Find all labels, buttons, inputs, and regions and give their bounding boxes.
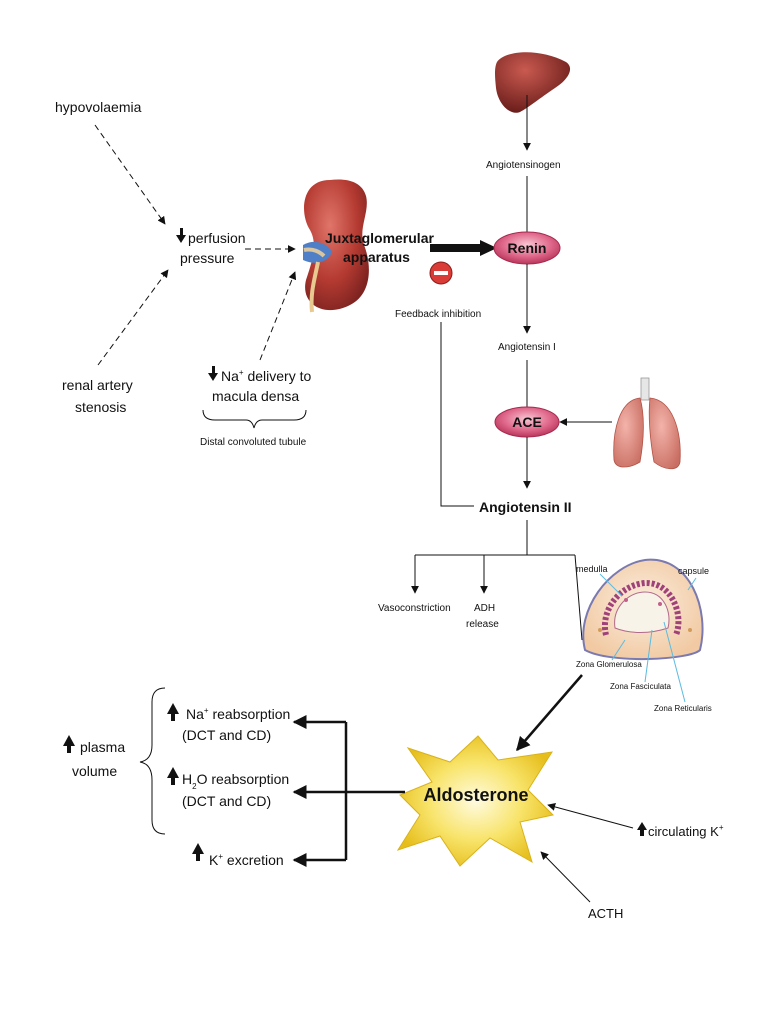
line-to-adrenal bbox=[574, 554, 583, 641]
arrow-acth-to-aldosterone bbox=[540, 851, 591, 903]
arrow-renal-stenosis bbox=[97, 269, 169, 366]
label-renal-artery: renal artery bbox=[62, 377, 133, 393]
up-arrow-icon bbox=[167, 703, 179, 721]
up-arrow-icon bbox=[167, 767, 179, 785]
up-arrow-icon bbox=[637, 822, 647, 836]
arrowhead-jga-renin bbox=[480, 240, 497, 256]
arrow-hypovolaemia bbox=[94, 124, 166, 225]
label-zona-glomerulosa: Zona Glomerulosa bbox=[576, 660, 642, 669]
label-feedback: Feedback inhibition bbox=[395, 309, 481, 320]
label-pressure: pressure bbox=[180, 250, 235, 266]
label-hypovolaemia: hypovolaemia bbox=[55, 99, 142, 115]
label-macula-densa: macula densa bbox=[212, 388, 299, 404]
adrenal-cortex-icon bbox=[582, 558, 704, 660]
label-volume: volume bbox=[72, 763, 117, 779]
label-na-delivery: Na+ delivery to bbox=[221, 368, 311, 384]
label-na-dct-cd: (DCT and CD) bbox=[182, 727, 271, 743]
label-dct: Distal convoluted tubule bbox=[200, 437, 307, 448]
pointer-zona-fasciculata bbox=[644, 629, 653, 683]
label-h2o-dct-cd: (DCT and CD) bbox=[182, 793, 271, 809]
label-angiotensin-2: Angiotensin II bbox=[479, 499, 572, 515]
label-vasoconstriction: Vasoconstriction bbox=[378, 603, 451, 614]
liver-icon bbox=[495, 52, 571, 113]
label-perfusion: perfusion bbox=[188, 230, 246, 246]
label-renin: Renin bbox=[508, 240, 547, 256]
label-ace: ACE bbox=[512, 414, 542, 430]
pointer-medulla bbox=[599, 573, 623, 597]
label-jga: Juxtaglomerular bbox=[325, 230, 434, 246]
up-arrow-icon bbox=[63, 735, 75, 753]
down-arrow-icon bbox=[176, 228, 186, 243]
label-stenosis: stenosis bbox=[75, 399, 126, 415]
pointer-zona-glomerulosa bbox=[611, 639, 626, 661]
lungs-icon bbox=[613, 377, 681, 470]
brace-plasma-volume bbox=[139, 687, 166, 835]
label-capsule: capsule bbox=[678, 566, 709, 576]
label-plasma: plasma bbox=[80, 739, 125, 755]
label-angiotensin-1: Angiotensin I bbox=[498, 342, 556, 353]
arrow-na-delivery-to-jga bbox=[259, 271, 297, 361]
feedback-line bbox=[440, 322, 474, 507]
label-medulla: medulla bbox=[576, 564, 608, 574]
label-circulating-k: circulating K+ bbox=[648, 823, 724, 839]
label-zona-reticularis: Zona Reticularis bbox=[654, 704, 712, 713]
label-adh-release: release bbox=[466, 619, 499, 630]
no-entry-icon bbox=[429, 261, 453, 285]
aldosterone-burst bbox=[396, 735, 555, 867]
down-arrow-icon bbox=[208, 366, 218, 381]
label-apparatus: apparatus bbox=[343, 249, 410, 265]
label-k-excretion: K+ excretion bbox=[209, 852, 284, 868]
label-aldosterone: Aldosterone bbox=[423, 785, 528, 805]
label-h2o-reabsorption: H2O reabsorption bbox=[182, 771, 289, 791]
label-angiotensinogen: Angiotensinogen bbox=[486, 160, 561, 171]
label-na-reabsorption: Na+ reabsorption bbox=[186, 706, 290, 722]
arrow-k-to-aldosterone bbox=[547, 803, 634, 829]
kidney-icon bbox=[303, 179, 369, 313]
label-acth: ACTH bbox=[588, 906, 623, 921]
label-adh: ADH bbox=[474, 603, 495, 614]
pointer-capsule bbox=[687, 577, 697, 591]
pointer-zona-reticularis bbox=[663, 621, 686, 703]
arrow-adrenal-to-aldosterone bbox=[516, 674, 583, 752]
label-zona-fasciculata: Zona Fasciculata bbox=[610, 682, 671, 691]
brace-dct bbox=[202, 409, 307, 429]
up-arrow-icon bbox=[192, 843, 204, 861]
